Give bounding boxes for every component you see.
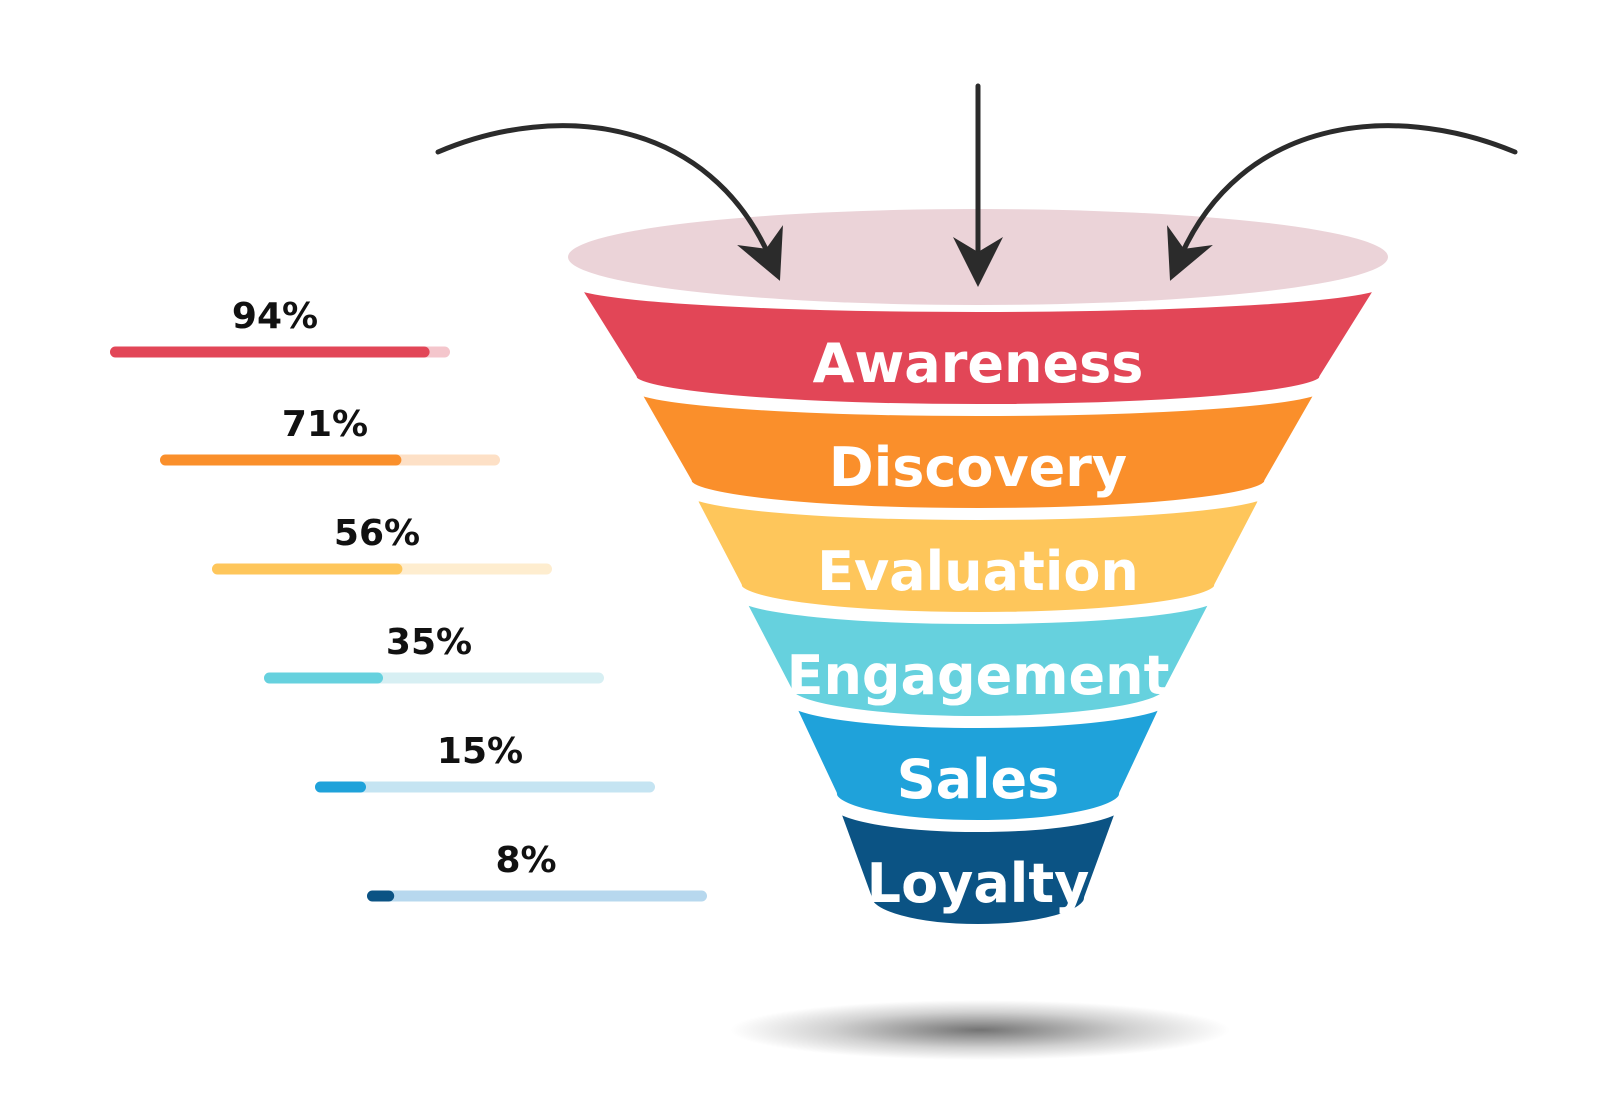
incoming-arrows	[435, 83, 1518, 287]
stage-label-engagement: Engagement	[787, 644, 1170, 707]
stage-label-loyalty: Loyalty	[867, 852, 1090, 915]
arrow-right-curved-icon	[1167, 123, 1518, 281]
percent-label-engagement: 35%	[386, 622, 472, 663]
percent-label-loyalty: 8%	[495, 840, 556, 881]
bar-fill-evaluation	[212, 563, 403, 575]
funnel-layer-evaluation	[684, 486, 1272, 620]
stage-label-discovery: Discovery	[829, 436, 1127, 499]
stage-label-sales: Sales	[897, 748, 1060, 811]
funnel-layer-awareness	[569, 278, 1387, 412]
bar-track-sales	[315, 781, 655, 793]
funnel-layer-sales	[784, 694, 1172, 828]
bar-fill-sales	[315, 781, 366, 793]
funnel-shadow	[730, 1000, 1230, 1060]
stage-labels: Awareness Discovery Evaluation Engagemen…	[787, 332, 1170, 915]
arrow-left-curved-icon	[435, 123, 783, 281]
funnel-layer-loyalty	[829, 798, 1127, 932]
bar-fill-loyalty	[367, 890, 395, 902]
bar-fill-awareness	[110, 346, 430, 358]
percent-label-awareness: 94%	[232, 296, 318, 337]
bar-fill-engagement	[264, 672, 383, 684]
percent-label-evaluation: 56%	[334, 513, 420, 554]
percentage-labels: 94% 71% 56% 35% 15% 8%	[232, 296, 557, 881]
funnel-layers	[569, 278, 1387, 932]
bar-track-loyalty	[367, 890, 707, 902]
funnel-layer-discovery	[629, 382, 1327, 516]
percent-label-discovery: 71%	[282, 404, 368, 445]
percentage-bars	[110, 346, 707, 902]
percent-label-sales: 15%	[437, 731, 523, 772]
stage-label-evaluation: Evaluation	[817, 540, 1139, 603]
bar-fill-discovery	[160, 454, 402, 466]
funnel-layer-engagement	[734, 590, 1222, 724]
stage-label-awareness: Awareness	[813, 332, 1144, 395]
